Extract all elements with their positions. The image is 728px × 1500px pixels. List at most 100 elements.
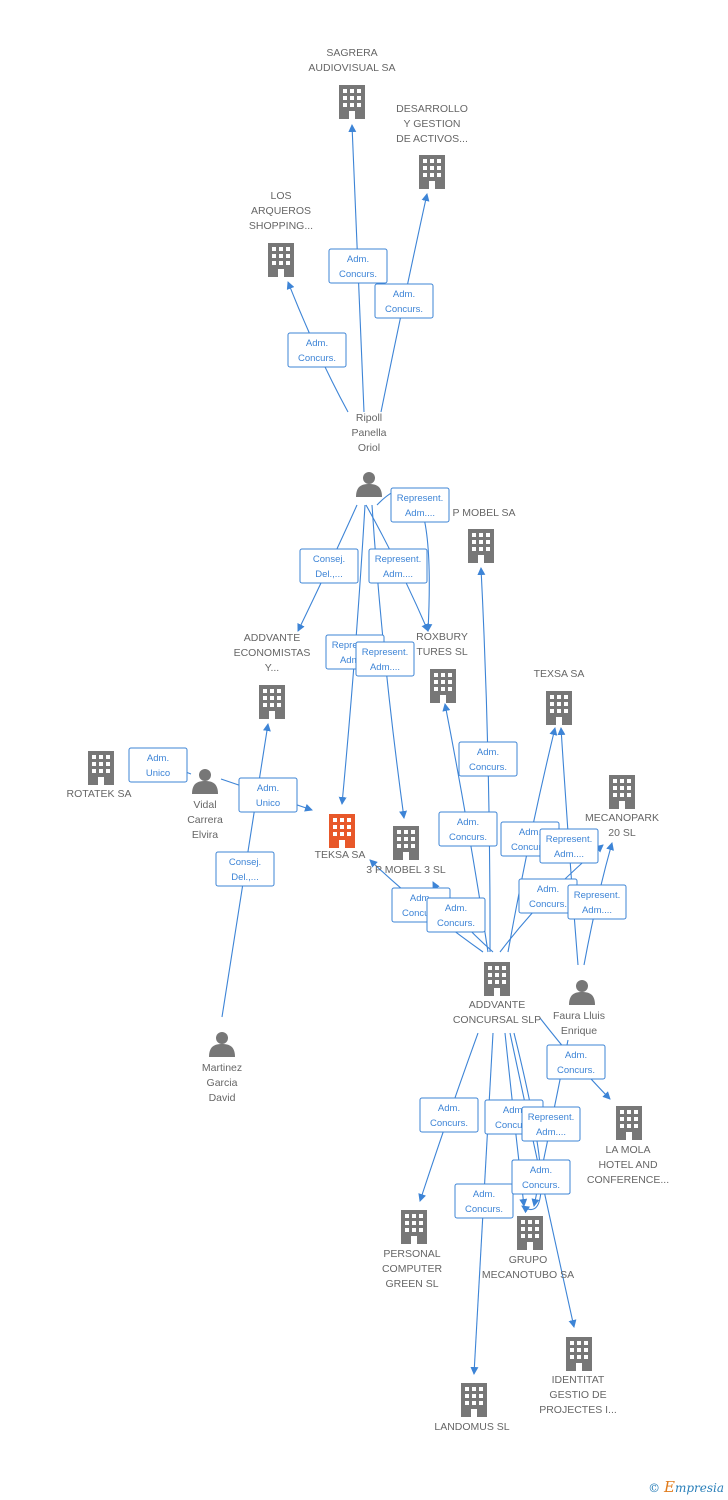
edge-label-line: Concurs.	[402, 908, 440, 919]
node-landomus[interactable]: LANDOMUS SL	[434, 1383, 510, 1433]
node-label-line: COMPUTER	[382, 1263, 443, 1275]
building-icon	[461, 1383, 487, 1417]
empresia-footer[interactable]: © Empresia	[648, 1478, 724, 1496]
node-label-line: HOTEL AND	[598, 1159, 658, 1171]
edge-label-line: Unico	[256, 798, 280, 809]
edge-labels-layer: Adm.Concurs.Adm.Concurs.Adm.Concurs.Cons…	[128, 248, 627, 1219]
edge-label-ripoll-to-addvante_eco[interactable]: Consej. Del.,...	[299, 548, 359, 584]
edge-label-ripoll-to-sagrera[interactable]: Adm.Concurs.	[328, 248, 388, 284]
node-label-line: TEKSA SA	[315, 849, 366, 861]
edge-label-line: Adm....	[554, 849, 584, 860]
node-label-line: AUDIOVISUAL SA	[308, 62, 395, 74]
brand-name: mpresia	[674, 1481, 724, 1495]
node-teksa[interactable]: TEKSA SA	[315, 814, 366, 861]
edge-label-line: Concurs.	[298, 353, 336, 364]
edge-label-line: Unico	[146, 768, 170, 779]
building-icon	[566, 1337, 592, 1371]
edge-label-line: Concurs.	[522, 1180, 560, 1191]
building-icon	[484, 962, 510, 996]
edge-label-ripoll-to-roxbury[interactable]: Represent. Adm....	[368, 548, 428, 584]
edge-label-addvante_con-to-identitat[interactable]: Adm.Concurs.	[511, 1159, 571, 1195]
node-label-line: TEXSA SA	[534, 668, 585, 680]
edge-label-line: Concurs.	[529, 899, 567, 910]
node-label-line: Elvira	[192, 829, 218, 841]
node-texsa[interactable]: TEXSA SA	[534, 668, 585, 725]
edge-label-addvante_con-to-landomus[interactable]: Adm.Concurs.	[454, 1183, 514, 1219]
building-icon	[88, 751, 114, 785]
node-pmobel[interactable]: P MOBEL SA	[452, 507, 516, 563]
edge-label-line: Represent.	[574, 890, 620, 901]
edge-label-martinez-to-addvante_eco[interactable]: Consej.Del.,...	[215, 851, 275, 887]
edge-label-ripoll-to-pmobel3[interactable]: Represent.Adm....	[355, 641, 415, 677]
edge-label-addvante_con-to-pmobel[interactable]: Adm.Concurs.	[458, 741, 518, 777]
edge-label-line: Adm.	[477, 747, 499, 758]
edge-label-line: Represent.	[375, 554, 421, 565]
building-icon	[268, 243, 294, 277]
edge-label-line: Adm.	[519, 827, 541, 838]
node-label-line: Oriol	[358, 442, 380, 454]
node-label-line: IDENTITAT	[552, 1374, 605, 1386]
edge-label-line: Concurs.	[437, 918, 475, 929]
node-sagrera[interactable]: SAGRERA AUDIOVISUAL SA	[308, 47, 396, 119]
edge-label-addvante_con-to-personal[interactable]: Adm.Concurs.	[419, 1097, 479, 1133]
node-label-line: SHOPPING...	[249, 220, 313, 232]
edge-label-line: Adm....	[370, 662, 400, 673]
edge-label-faura-to-texsa[interactable]: Represent. Adm....	[539, 828, 599, 864]
node-label-line: GRUPO	[509, 1254, 548, 1266]
edge-label-line: Adm....	[383, 569, 413, 580]
edge-label-ripoll-to-roxbury[interactable]: Represent.Adm....	[390, 487, 450, 523]
edge-label-line: Concurs.	[495, 1120, 533, 1131]
building-icon	[339, 85, 365, 119]
node-label-line: PROJECTES I...	[539, 1404, 617, 1416]
node-label-line: 3 P MOBEL 3 SL	[366, 864, 446, 876]
node-label-line: ROXBURY	[416, 631, 468, 643]
node-label-line: LOS	[270, 190, 291, 202]
building-icon	[329, 814, 355, 848]
edge-label-line: Adm.	[257, 783, 279, 794]
edge-label-ripoll-to-losarqueros[interactable]: Adm.Concurs.	[287, 332, 347, 368]
node-label-line: LANDOMUS SL	[434, 1421, 509, 1433]
node-rotatek[interactable]: ROTATEK SA	[67, 751, 132, 800]
node-label-line: SAGRERA	[326, 47, 377, 59]
edge-label-addvante_con-to-pmobel3[interactable]: Adm.Concurs.	[426, 897, 486, 933]
edge-label-ripoll-to-desarrollo[interactable]: Adm.Concurs.	[374, 283, 434, 319]
edge-label-line: Adm.	[438, 1103, 460, 1114]
edge-label-line: Adm.	[473, 1189, 495, 1200]
edge-label-addvante_con-to-roxbury[interactable]: Adm.Concurs.	[438, 811, 498, 847]
node-pmobel3[interactable]: 3 P MOBEL 3 SL	[366, 826, 446, 876]
node-label-line: Carrera	[187, 814, 223, 826]
node-label-line: Panella	[351, 427, 386, 439]
edge-label-line: Represent.	[332, 640, 378, 651]
edge-label-line: Consej.	[313, 554, 345, 565]
edge-label-line: Adm.	[147, 753, 169, 764]
node-label-line: DESARROLLO	[396, 103, 468, 115]
edge-label-line: Del.,...	[315, 569, 342, 580]
node-losarqueros[interactable]: LOSARQUEROSSHOPPING...	[249, 190, 313, 277]
edge-label-line: Represent.	[546, 834, 592, 845]
edge-label-vidal-to-teksa[interactable]: Adm. Unico	[238, 777, 298, 813]
edge-label-line: Adm.	[410, 893, 432, 904]
node-label-line: Faura Lluis	[553, 1010, 605, 1022]
node-label-line: LA MOLA	[606, 1144, 651, 1156]
node-addvante_eco[interactable]: ADDVANTEECONOMISTASY...	[234, 632, 311, 719]
edge-label-vidal-to-rotatek[interactable]: Adm. Unico	[128, 747, 188, 783]
brand-initial: E	[663, 1478, 675, 1496]
edge-label-faura-to-grupo[interactable]: Represent.Adm....	[521, 1106, 581, 1142]
edge-label-line: Represent.	[397, 493, 443, 504]
edge-label-line: Adm.	[347, 254, 369, 265]
edge-label-addvante_con-to-lamola[interactable]: Adm.Concurs.	[546, 1044, 606, 1080]
edge-label-faura-to-mecanopark[interactable]: Represent.Adm....	[567, 884, 627, 920]
building-icon	[430, 669, 456, 703]
